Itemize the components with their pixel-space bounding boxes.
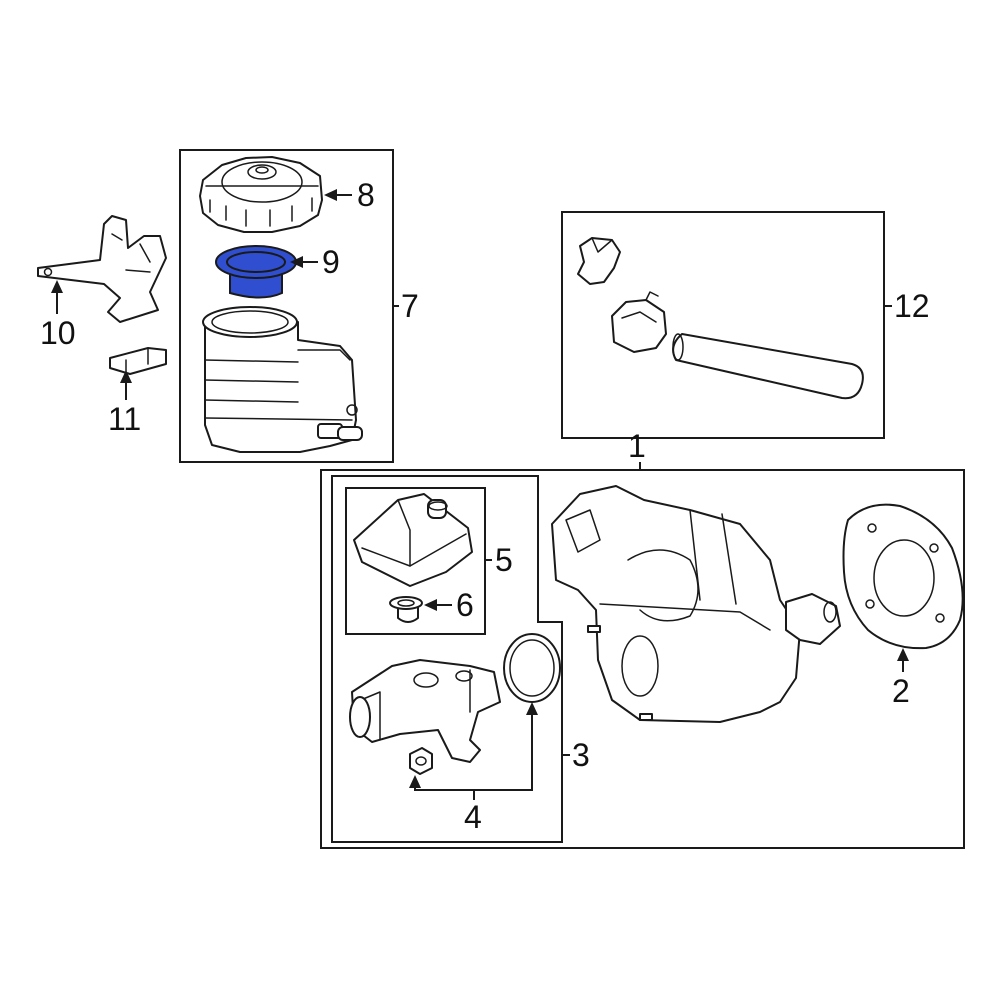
hose-group-box xyxy=(561,211,885,439)
hose-clamp-lower[interactable] xyxy=(611,291,667,353)
booster-assembly-box xyxy=(320,469,965,849)
vacuum-hose[interactable] xyxy=(672,333,864,400)
callout-8: 8 xyxy=(357,177,375,213)
callout-7: 7 xyxy=(401,288,419,324)
callout-6: 6 xyxy=(456,587,474,623)
callout-10: 10 xyxy=(40,315,76,351)
callout-11: 11 xyxy=(108,401,141,437)
tank-grommet[interactable] xyxy=(389,596,423,623)
callout-5: 5 xyxy=(495,542,513,578)
callout-1: 1 xyxy=(628,428,646,464)
hose-clamp-upper[interactable] xyxy=(577,237,621,285)
retaining-clip[interactable] xyxy=(109,347,167,375)
callout-9: 9 xyxy=(322,244,340,280)
reservoir-seal[interactable] xyxy=(215,245,297,299)
callout-4: 4 xyxy=(464,799,482,835)
fluid-tank[interactable] xyxy=(353,493,473,587)
booster-gasket[interactable] xyxy=(842,503,964,650)
callout-2: 2 xyxy=(892,673,910,709)
reservoir-tank[interactable] xyxy=(202,306,363,453)
mounting-nut[interactable] xyxy=(409,747,433,775)
mounting-bracket[interactable] xyxy=(37,215,167,323)
brake-booster[interactable] xyxy=(551,485,841,723)
master-cylinder[interactable] xyxy=(349,659,501,763)
callout-3: 3 xyxy=(572,737,590,773)
master-cylinder-box xyxy=(331,475,563,843)
callout-12: 12 xyxy=(894,288,930,324)
o-ring-seal[interactable] xyxy=(503,633,561,703)
reservoir-cap[interactable] xyxy=(199,156,323,233)
